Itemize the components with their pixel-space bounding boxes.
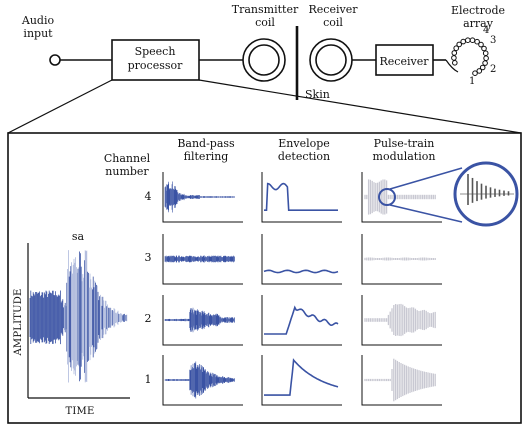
channel-axes xyxy=(162,355,243,406)
transmitter-coil-label-2: coil xyxy=(255,16,275,29)
envelope-curve xyxy=(264,182,338,211)
channel-number-label-1: Channel xyxy=(104,152,151,165)
channel-axes xyxy=(162,295,243,346)
zoom-line-left xyxy=(7,79,113,134)
envelope-curve xyxy=(264,305,339,335)
channel-axes xyxy=(261,295,342,346)
electrode-contact xyxy=(456,41,463,48)
column-envelope-label-2: detection xyxy=(278,150,330,163)
column-envelope-label-1: Envelope xyxy=(278,137,330,150)
electrode-array-label-1: Electrode xyxy=(451,4,505,17)
channel-axes xyxy=(162,234,243,285)
envelope-curve xyxy=(263,269,339,274)
envelope-curve xyxy=(264,358,339,396)
magnifier-small-circle xyxy=(378,188,396,206)
skin-label: Skin xyxy=(305,88,330,101)
electrode-contact xyxy=(451,50,458,56)
electrode-contact xyxy=(482,50,489,57)
electrode-contact xyxy=(478,41,484,48)
receiver-coil-label-2: coil xyxy=(323,16,343,29)
electrode-contact xyxy=(472,70,478,76)
electrode-array-label-2: array xyxy=(463,17,494,30)
pulse-magnifier xyxy=(378,161,519,227)
signal-grid xyxy=(162,172,442,406)
magnifier-ray-top xyxy=(389,167,463,190)
electrode-contact xyxy=(465,37,471,44)
channel-label-1: 1 xyxy=(145,373,152,386)
speech-waveform xyxy=(29,250,128,383)
electrode-contact xyxy=(481,45,487,52)
electrode-contact xyxy=(460,38,467,45)
magnifier-ray-bottom xyxy=(389,204,463,223)
receiver-label: Receiver xyxy=(380,55,430,68)
electrode-number-3: 3 xyxy=(490,35,496,46)
speech-sample-label: sa xyxy=(72,230,85,243)
column-bandpass-label-1: Band-pass xyxy=(177,137,235,150)
channel-number-label-2: number xyxy=(105,165,149,178)
speech-processor-label-2: processor xyxy=(128,59,184,72)
electrode-array xyxy=(445,37,489,76)
audio-input-label-2: input xyxy=(23,27,53,40)
column-pulse-label-2: modulation xyxy=(373,150,436,163)
electrode-number-4: 4 xyxy=(483,25,489,36)
channel-axes xyxy=(361,234,442,285)
audio-input-jack xyxy=(49,54,61,66)
receiver-box xyxy=(375,44,434,76)
channel-axes xyxy=(361,295,442,346)
electrode-number-1: 1 xyxy=(469,76,475,87)
channel-axes xyxy=(261,172,342,223)
transmitter-coil-inner xyxy=(248,44,280,76)
time-axis-label: TIME xyxy=(66,406,95,417)
channel-label-4: 4 xyxy=(145,190,152,203)
column-pulse-label-1: Pulse-train xyxy=(374,137,435,150)
electrode-number-2: 2 xyxy=(490,64,496,75)
electrode-lead xyxy=(445,59,459,73)
channel-axes xyxy=(162,172,243,223)
channel-label-3: 3 xyxy=(145,251,152,264)
speech-processor-label-1: Speech xyxy=(135,45,176,58)
electrode-contact xyxy=(474,38,480,45)
electrode-contact xyxy=(451,55,457,61)
channel-axes xyxy=(261,355,342,406)
transmitter-coil-label-1: Transmitter xyxy=(232,3,299,16)
channel-axes xyxy=(261,234,342,285)
channel-label-2: 2 xyxy=(145,312,152,325)
electrode-contact xyxy=(483,55,489,62)
column-bandpass-label-2: filtering xyxy=(184,150,229,163)
electrode-contact xyxy=(482,60,488,66)
amplitude-axis-label: AMPLITUDE xyxy=(13,289,24,357)
receiver-coil-inner xyxy=(315,44,347,76)
electrode-contact xyxy=(479,64,486,71)
electrode-contact xyxy=(452,60,458,66)
channel-axes xyxy=(361,172,442,223)
electrode-contact xyxy=(453,45,460,52)
device-chain: Audio input Speech processor Transmitter… xyxy=(21,3,505,101)
receiver-coil-label-1: Receiver xyxy=(309,3,359,16)
audio-input-label-1: Audio xyxy=(21,14,55,27)
channel-axes xyxy=(361,355,442,406)
zoom-line-right xyxy=(198,79,522,134)
electrode-contact xyxy=(476,68,483,74)
electrode-contact xyxy=(469,37,476,44)
